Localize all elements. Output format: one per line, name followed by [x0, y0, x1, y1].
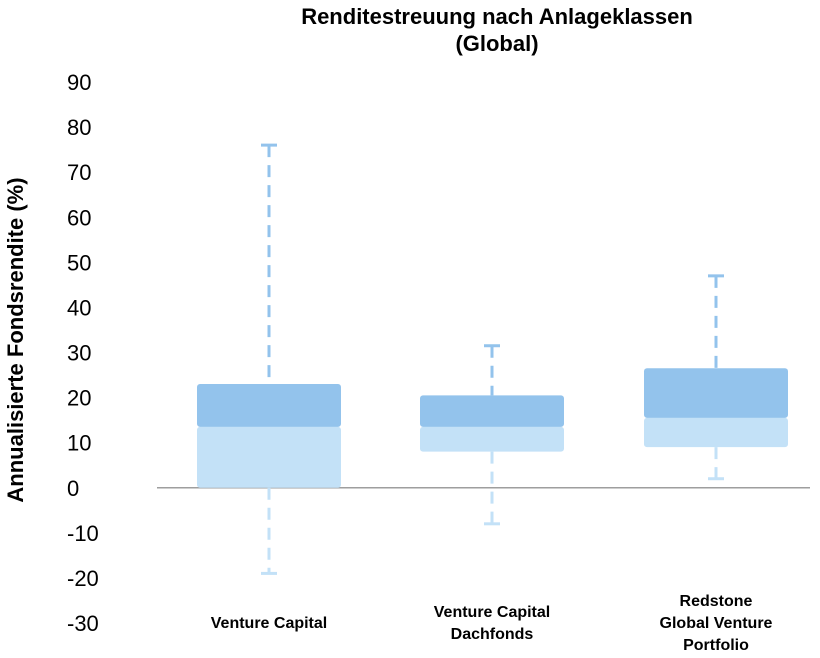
- y-tick-label: 30: [67, 341, 91, 366]
- chart-title: Renditestreuung nach Anlageklassen(Globa…: [301, 4, 693, 56]
- upper-box: [197, 384, 341, 427]
- category-label: Venture Capital: [211, 615, 327, 632]
- category-label: Dachfonds: [451, 626, 534, 643]
- y-tick-label: 20: [67, 386, 91, 411]
- y-tick-label: -30: [67, 611, 99, 636]
- y-tick-label: -20: [67, 566, 99, 591]
- y-tick-label: 0: [67, 476, 79, 501]
- y-axis-label: Annualisierte Fondsrendite (%): [3, 177, 28, 502]
- box-group: [197, 143, 341, 575]
- y-tick-label: 70: [67, 160, 91, 185]
- upper-box: [420, 395, 564, 427]
- y-tick-label: 80: [67, 115, 91, 140]
- box-group: [644, 274, 788, 481]
- category-label: Portfolio: [683, 637, 749, 654]
- plot-area: [157, 143, 810, 575]
- upper-box: [644, 368, 788, 418]
- y-tick-label: 10: [67, 431, 91, 456]
- category-label: Redstone: [680, 593, 753, 610]
- y-tick-label: 60: [67, 205, 91, 230]
- chart-title-line: Renditestreuung nach Anlageklassen: [301, 4, 693, 29]
- y-tick-label: -10: [67, 521, 99, 546]
- category-label: Global Venture: [660, 615, 773, 632]
- lower-box: [420, 426, 564, 452]
- lower-box: [197, 426, 341, 488]
- chart-title-line: (Global): [455, 31, 538, 56]
- category-label: Venture Capital: [434, 604, 550, 621]
- y-axis-ticks: 90 80 70 60 50 40 30 20 10 0 -10 -20 -30: [67, 70, 99, 636]
- box-group: [420, 344, 564, 526]
- y-tick-label: 40: [67, 295, 91, 320]
- y-tick-label: 50: [67, 250, 91, 275]
- y-tick-label: 90: [67, 70, 91, 95]
- lower-box: [644, 417, 788, 448]
